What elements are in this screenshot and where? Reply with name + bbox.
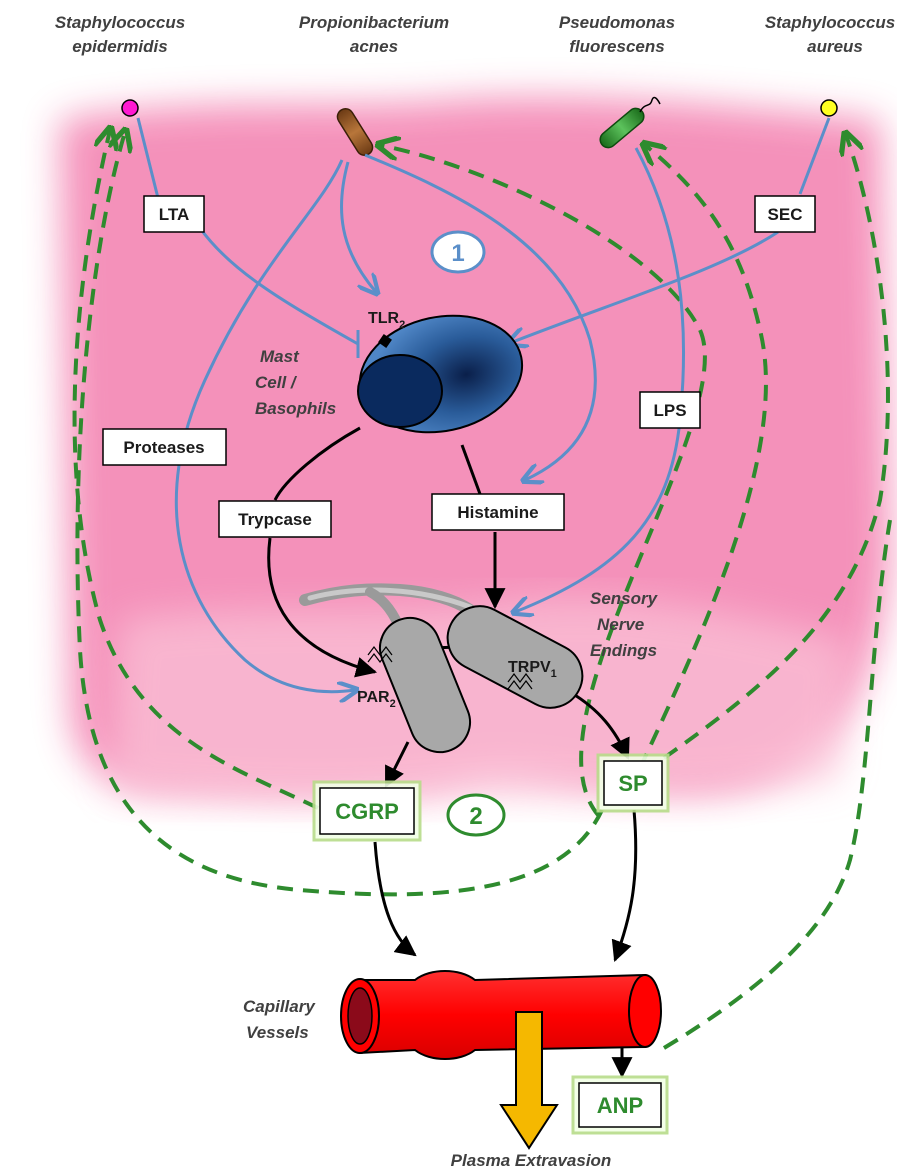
- plasma-extravasion-arrow: [499, 1011, 559, 1150]
- step-two-badge: 2: [446, 793, 506, 837]
- trpv1-receptor-icon: [507, 673, 533, 690]
- trpv1-label: TRPV1: [508, 659, 557, 680]
- p-acnes-icon: [336, 107, 374, 157]
- trypcase-box: Trypcase: [218, 500, 332, 538]
- svg-text:Trypcase: Trypcase: [238, 510, 312, 529]
- bacterial-product-arrows: [136, 117, 831, 692]
- p-acnes-name: Propionibacterium: [299, 13, 449, 32]
- svg-text:Proteases: Proteases: [123, 438, 204, 457]
- s-epidermidis-icon: [121, 99, 139, 117]
- svg-text:ANP: ANP: [597, 1093, 643, 1118]
- step-one-badge: 1: [430, 230, 486, 274]
- svg-text:CGRP: CGRP: [335, 799, 399, 824]
- s-aureus-name: Staphylococcus: [765, 13, 895, 32]
- plasma-extravasion-label: Plasma Extravasion: [451, 1151, 612, 1169]
- mast-cell-label-3: Basophils: [255, 399, 336, 418]
- sp-box: SP: [596, 753, 670, 813]
- tlr2-receptor-icon: [378, 334, 392, 348]
- sec-box: SEC: [754, 195, 816, 233]
- svg-text:LPS: LPS: [653, 401, 686, 420]
- s-epidermidis-name-2: epidermidis: [72, 37, 167, 56]
- par2-label: PAR2: [357, 689, 396, 710]
- svg-text:SEC: SEC: [768, 205, 803, 224]
- p-acnes-name-2: acnes: [350, 37, 398, 56]
- proteases-box: Proteases: [102, 428, 227, 466]
- par2-receptor-icon: [367, 646, 393, 663]
- svg-text:2: 2: [469, 803, 482, 830]
- vessel-label-2: Vessels: [246, 1023, 309, 1042]
- vessel-label: Capillary: [243, 997, 316, 1016]
- cgrp-box: CGRP: [312, 780, 422, 842]
- lps-box: LPS: [639, 391, 701, 429]
- sensory-nerve-endings: [299, 583, 584, 754]
- anp-box: ANP: [571, 1075, 669, 1135]
- tlr2-label: TLR2: [368, 310, 405, 331]
- p-fluorescens-name: Pseudomonas: [559, 13, 675, 32]
- mast-cell-label: Mast: [260, 347, 300, 366]
- nerve-label-2: Nerve: [597, 615, 644, 634]
- p-fluorescens-name-2: fluorescens: [569, 37, 664, 56]
- svg-text:1: 1: [451, 240, 464, 267]
- s-aureus-icon: [820, 99, 838, 117]
- s-epidermidis-name: Staphylococcus: [55, 13, 185, 32]
- p-fluorescens-icon: [599, 96, 661, 149]
- svg-text:LTA: LTA: [159, 205, 190, 224]
- capillary-vessel: [340, 970, 662, 1060]
- s-aureus-name-2: aureus: [807, 37, 863, 56]
- neuropeptide-feedback-arrows: [72, 130, 892, 1050]
- mast-cell: [357, 314, 524, 434]
- lta-box: LTA: [143, 195, 205, 233]
- nerve-label: Sensory: [590, 589, 659, 608]
- svg-text:SP: SP: [618, 771, 647, 796]
- svg-text:Histamine: Histamine: [457, 503, 538, 522]
- mast-cell-label-2: Cell /: [255, 373, 298, 392]
- nerve-label-3: Endings: [590, 641, 657, 660]
- histamine-box: Histamine: [431, 493, 565, 531]
